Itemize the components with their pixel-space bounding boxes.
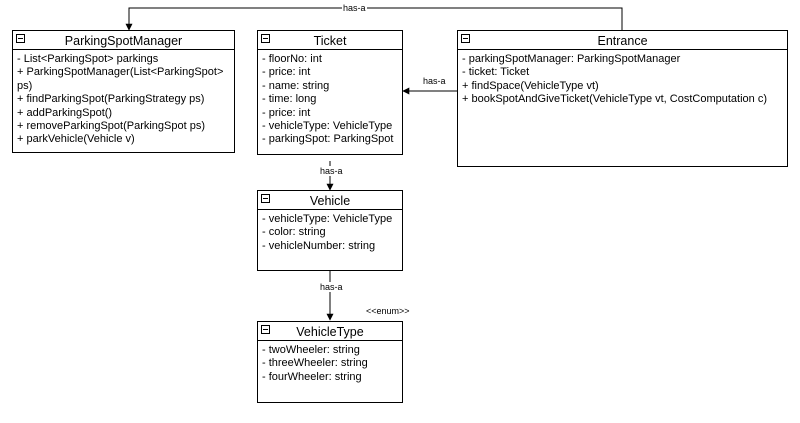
class-vehicletype[interactable]: VehicleType - twoWheeler: string - three… [257,321,403,403]
class-entrance[interactable]: Entrance - parkingSpotManager: ParkingSp… [457,30,788,167]
class-member: - vehicleNumber: string [262,239,376,252]
class-member: - price: int [262,66,311,79]
class-member: - vehicleType: VehicleType [262,213,393,225]
class-members: - floorNo: int - price: int - name: stri… [258,50,402,147]
relation-label-vehicle-vehicletype: has-a [319,282,344,292]
class-header: VehicleType [258,322,402,341]
enum-stereotype: <<enum>> [366,306,410,316]
class-member: - List<ParkingSpot> parkings [17,53,159,65]
class-title: Ticket [313,34,347,48]
collapse-icon[interactable] [261,34,270,43]
class-members: - vehicleType: VehicleType - color: stri… [258,210,402,253]
collapse-icon[interactable] [261,325,270,334]
class-parkingspotmanager[interactable]: ParkingSpotManager - List<ParkingSpot> p… [12,30,235,153]
class-members: - parkingSpotManager: ParkingSpotManager… [458,50,787,107]
class-member: - floorNo: int [262,53,322,65]
class-member: + ParkingSpotManager(List<ParkingSpot> [17,66,224,79]
class-member: - twoWheeler: string [262,344,360,356]
class-header: Ticket [258,31,402,50]
class-member: - vehicleType: VehicleType [262,120,393,133]
collapse-icon[interactable] [16,34,25,43]
class-vehicle[interactable]: Vehicle - vehicleType: VehicleType - col… [257,190,403,271]
class-member: - color: string [262,226,326,239]
collapse-icon[interactable] [261,194,270,203]
class-header: Entrance [458,31,787,50]
class-member: + addParkingSpot() [17,106,113,119]
relation-label-ticket-vehicle: has-a [319,166,344,176]
class-member: + findSpace(VehicleType vt) [462,79,599,92]
class-header: Vehicle [258,191,402,210]
relation-label-entrance-ticket: has-a [422,76,447,86]
class-member: - time: long [262,93,317,106]
class-member: - price: int [262,106,311,119]
class-ticket[interactable]: Ticket - floorNo: int - price: int - nam… [257,30,403,155]
class-member: - fourWheeler: string [262,370,362,383]
class-member: - ticket: Ticket [462,66,530,79]
class-member: + bookSpotAndGiveTicket(VehicleType vt, … [462,93,767,106]
relation-label-entrance-parkingspotmanager: has-a [342,3,367,13]
collapse-icon[interactable] [461,34,470,43]
class-member: - parkingSpot: ParkingSpot [262,133,394,146]
class-title: ParkingSpotManager [64,34,183,48]
class-member: - threeWheeler: string [262,357,368,370]
class-members: - twoWheeler: string - threeWheeler: str… [258,341,402,384]
class-members: - List<ParkingSpot> parkings + ParkingSp… [13,50,234,147]
class-header: ParkingSpotManager [13,31,234,50]
class-title: Entrance [597,34,648,48]
class-member: + findParkingSpot(ParkingStrategy ps) [17,93,205,106]
class-member: - name: string [262,79,330,92]
class-title: Vehicle [309,194,351,208]
class-member: + removeParkingSpot(ParkingSpot ps) [17,120,206,133]
class-title: VehicleType [296,325,364,339]
class-member: - parkingSpotManager: ParkingSpotManager [462,53,681,65]
edge-entrance-parkingspotmanager [125,7,623,31]
class-member: + parkVehicle(Vehicle v) [17,133,135,146]
class-member: ps) [17,79,33,92]
